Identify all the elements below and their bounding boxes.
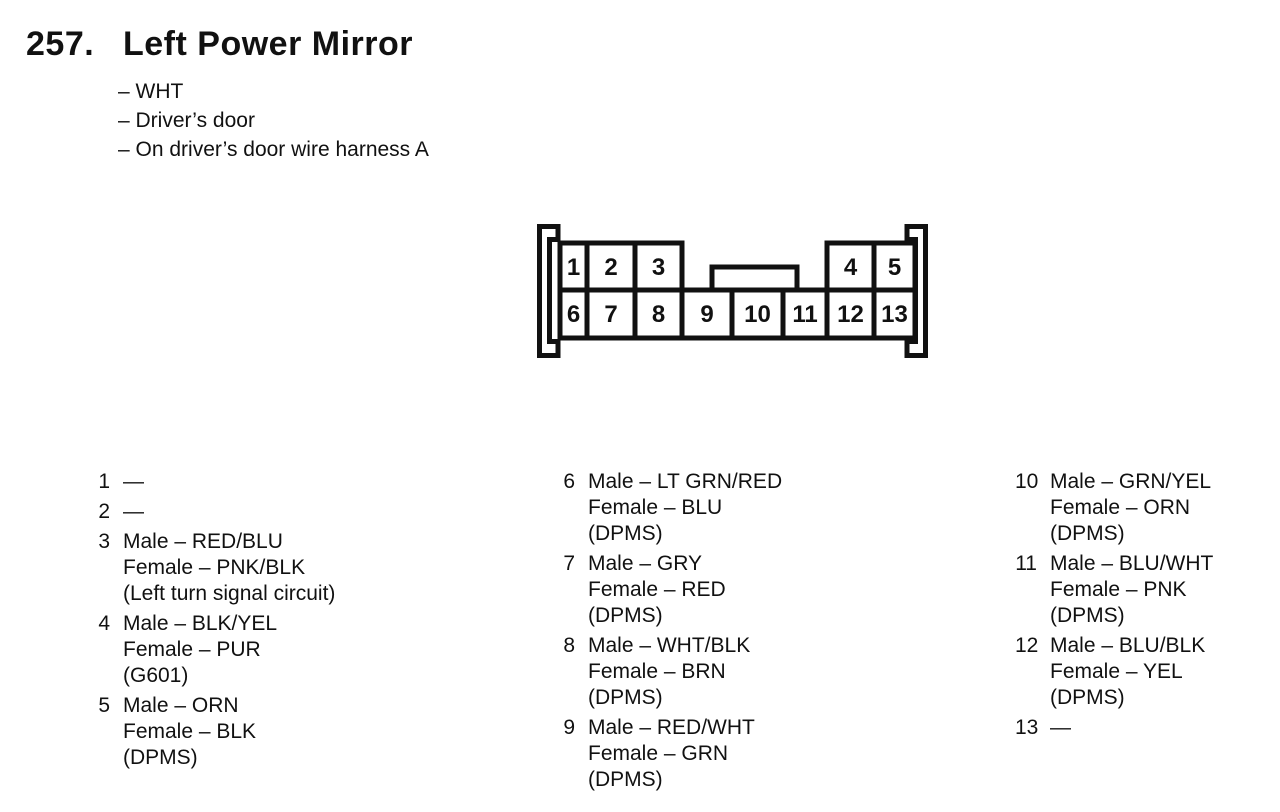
pin-number: 7 xyxy=(563,552,575,575)
connector-cell-11 xyxy=(780,287,830,341)
pin-number: 1 xyxy=(98,470,110,493)
cell-number: 1 xyxy=(567,254,580,281)
connector-drawing: 1 2 3 4 5 6 7 8 9 10 11 12 13 xyxy=(537,224,928,358)
pin-line: (Left turn signal circuit) xyxy=(123,582,336,605)
pin-line: Female – BLU xyxy=(588,496,723,519)
cell-number: 13 xyxy=(881,301,908,328)
pin-number: 9 xyxy=(563,716,575,739)
pin-item-6: 6 Male – LT GRN/RED Female – BLU (DPMS) xyxy=(553,469,782,547)
pin-line: (G601) xyxy=(123,664,189,687)
page-title: 257. Left Power Mirror xyxy=(26,25,413,63)
pin-line: Female – PNK xyxy=(1050,578,1187,601)
pin-item-12: 12 Male – BLU/BLK Female – YEL (DPMS) xyxy=(1015,633,1213,711)
cell-number: 11 xyxy=(792,301,817,328)
pin-line: (DPMS) xyxy=(588,768,663,791)
pin-item-9: 9 Male – RED/WHT Female – GRN (DPMS) xyxy=(553,715,782,793)
detail-line: – Driver’s door xyxy=(118,109,255,132)
pin-column-1: 1 — 2 — 3 Male – RED/BLU Female – PNK/BL… xyxy=(88,469,335,775)
pin-line: — xyxy=(123,470,144,493)
pin-line: (DPMS) xyxy=(1050,604,1125,627)
cell-number: 2 xyxy=(604,254,617,281)
detail-line: – WHT xyxy=(118,80,184,103)
pin-number: 4 xyxy=(98,612,110,635)
pin-item-7: 7 Male – GRY Female – RED (DPMS) xyxy=(553,551,782,629)
pin-line: Male – BLU/BLK xyxy=(1050,634,1206,657)
connector-cell-3 xyxy=(632,240,685,293)
connector-details: – WHT – Driver’s door – On driver’s door… xyxy=(118,77,429,164)
pin-line: Female – YEL xyxy=(1050,660,1183,683)
detail-line: – On driver’s door wire harness A xyxy=(118,138,429,161)
connector-left-cap xyxy=(537,224,561,358)
cell-number: 9 xyxy=(700,301,713,328)
pin-line: (DPMS) xyxy=(1050,686,1125,709)
connector-cell-5 xyxy=(871,240,918,293)
pin-line: — xyxy=(1050,716,1071,739)
section-number: 257. xyxy=(26,25,95,63)
pin-line: Male – GRN/YEL xyxy=(1050,470,1212,493)
pin-item-5: 5 Male – ORN Female – BLK (DPMS) xyxy=(88,693,335,771)
pin-column-2: 6 Male – LT GRN/RED Female – BLU (DPMS) … xyxy=(553,469,782,797)
pin-number: 10 xyxy=(1015,470,1039,493)
pin-line: Male – RED/BLU xyxy=(123,530,283,553)
pin-item-13: 13 — xyxy=(1015,715,1213,741)
pin-number: 2 xyxy=(98,500,110,523)
pin-item-1: 1 — xyxy=(88,469,335,495)
cell-number: 4 xyxy=(844,254,858,281)
connector-cell-7 xyxy=(584,287,638,341)
connector-diagram: 1 2 3 4 5 6 7 8 9 10 11 12 13 xyxy=(537,224,928,358)
pin-line: Female – ORN xyxy=(1050,496,1191,519)
pin-line: Male – GRY xyxy=(588,552,702,575)
pin-line: Male – BLK/YEL xyxy=(123,612,278,635)
pin-number: 12 xyxy=(1015,634,1039,657)
cell-number: 10 xyxy=(744,301,771,328)
pin-item-4: 4 Male – BLK/YEL Female – PUR (G601) xyxy=(88,611,335,689)
pin-item-3: 3 Male – RED/BLU Female – PNK/BLK (Left … xyxy=(88,529,335,607)
cell-number: 12 xyxy=(837,301,864,328)
pin-number: 3 xyxy=(98,530,110,553)
pin-line: Male – WHT/BLK xyxy=(588,634,751,657)
pin-number: 6 xyxy=(563,470,575,493)
pin-item-10: 10 Male – GRN/YEL Female – ORN (DPMS) xyxy=(1015,469,1213,547)
pin-line: Male – BLU/WHT xyxy=(1050,552,1214,575)
pin-item-11: 11 Male – BLU/WHT Female – PNK (DPMS) xyxy=(1015,551,1213,629)
pin-line: Male – ORN xyxy=(123,694,239,717)
connector-cell-6 xyxy=(557,287,590,341)
pin-line: — xyxy=(123,500,144,523)
cell-number: 3 xyxy=(652,254,665,281)
cell-number: 7 xyxy=(604,301,617,328)
pin-line: (DPMS) xyxy=(123,746,198,769)
pin-line: Female – BLK xyxy=(123,720,257,743)
pin-line: Female – GRN xyxy=(588,742,729,765)
connector-cell-10 xyxy=(729,287,786,341)
pin-item-2: 2 — xyxy=(88,499,335,525)
cell-number: 8 xyxy=(652,301,665,328)
pin-line: (DPMS) xyxy=(1050,522,1125,545)
pin-number: 5 xyxy=(98,694,110,717)
pin-column-3: 10 Male – GRN/YEL Female – ORN (DPMS) 11… xyxy=(1015,469,1213,745)
pin-number: 8 xyxy=(563,634,575,657)
pin-line: Male – LT GRN/RED xyxy=(588,470,783,493)
pin-line: Female – BRN xyxy=(588,660,726,683)
pin-line: (DPMS) xyxy=(588,522,663,545)
connector-cell-13 xyxy=(871,287,918,341)
pin-line: (DPMS) xyxy=(588,604,663,627)
connector-cell-8 xyxy=(632,287,685,341)
section-title: Left Power Mirror xyxy=(123,25,413,63)
pin-line: Female – PUR xyxy=(123,638,261,661)
pin-line: (DPMS) xyxy=(588,686,663,709)
cell-number: 6 xyxy=(567,301,580,328)
cell-number: 5 xyxy=(888,254,901,281)
pin-number: 13 xyxy=(1015,716,1039,739)
pin-line: Female – RED xyxy=(588,578,726,601)
pin-number: 11 xyxy=(1015,552,1037,575)
pin-item-8: 8 Male – WHT/BLK Female – BRN (DPMS) xyxy=(553,633,782,711)
pin-line: Male – RED/WHT xyxy=(588,716,755,739)
pin-line: Female – PNK/BLK xyxy=(123,556,306,579)
